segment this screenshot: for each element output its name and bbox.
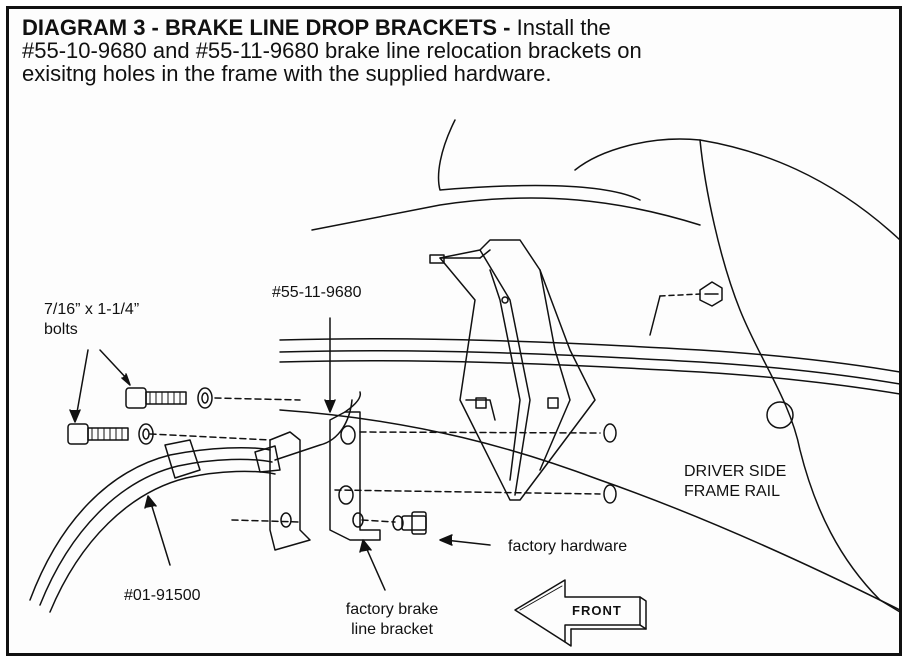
factory-brake-label-line2: line bracket xyxy=(351,621,433,638)
alignment-dashes xyxy=(149,431,601,523)
frame-rail-label-line2: FRAME RAIL xyxy=(684,483,781,500)
bolts-word-label: bolts xyxy=(44,321,78,338)
brake-cable xyxy=(29,399,353,613)
diagram-frame xyxy=(6,6,902,656)
part-label-arrows xyxy=(144,317,491,591)
diagram-title: DIAGRAM 3 - BRAKE LINE DROP BRACKETS - I… xyxy=(22,16,882,85)
bolts-size-label: 7/16” x 1-1/4” xyxy=(44,301,140,318)
factory-hardware-bolt xyxy=(392,511,427,535)
relocation-bracket xyxy=(269,391,381,551)
shock-bracket xyxy=(429,239,596,501)
front-arrow-icon xyxy=(514,579,647,647)
bolt-label-arrows xyxy=(69,349,131,423)
vehicle-body-outline xyxy=(311,119,901,613)
diagram-title-bold: DIAGRAM 3 - BRAKE LINE DROP BRACKETS - xyxy=(22,15,511,40)
bolt-upper xyxy=(125,387,301,409)
frame-rail xyxy=(279,337,901,611)
frame-rail-label-line1: DRIVER SIDE xyxy=(684,463,787,480)
cable-part-label: #01-91500 xyxy=(124,587,201,604)
bolt-lower xyxy=(67,423,154,445)
factory-hardware-label: factory hardware xyxy=(508,538,628,555)
diagram-title-line2: #55-10-9680 and #55-11-9680 brake line r… xyxy=(22,38,642,63)
front-arrow-label: FRONT xyxy=(572,603,622,618)
factory-brake-label-line1: factory brake xyxy=(345,601,439,618)
diagram-title-rest: Install the xyxy=(510,15,611,40)
bracket-part-label: #55-11-9680 xyxy=(272,284,362,301)
frame-nut xyxy=(649,281,723,336)
diagram-title-line3: exisitng holes in the frame with the sup… xyxy=(22,61,552,86)
